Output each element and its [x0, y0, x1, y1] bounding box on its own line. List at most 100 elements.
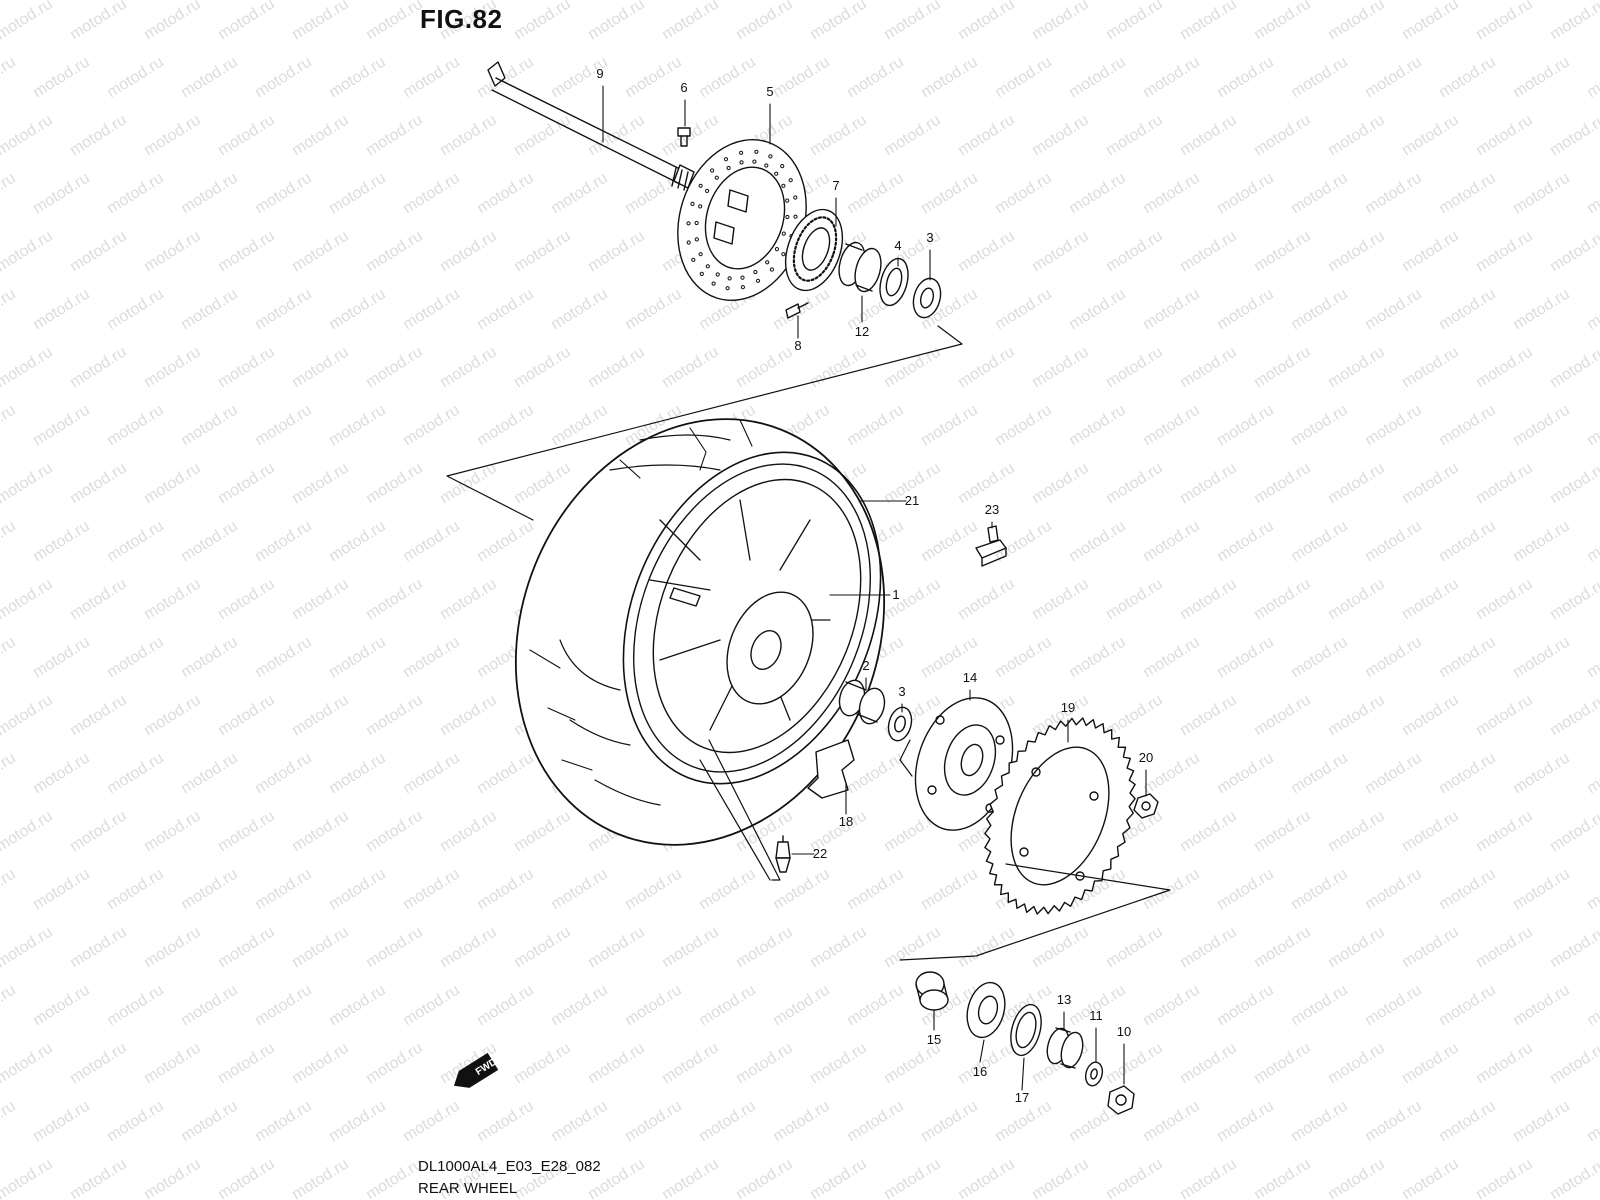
watermark-text: motod.ru	[289, 344, 352, 392]
watermark-text: motod.ru	[992, 170, 1055, 218]
watermark-text: motod.ru	[548, 982, 611, 1030]
disc-hole	[740, 285, 746, 290]
callout-label-8: 8	[794, 338, 801, 353]
watermark-text: motod.ru	[363, 576, 426, 624]
watermark-text: motod.ru	[0, 170, 19, 218]
watermark-text: motod.ru	[326, 402, 389, 450]
callout-leader-16	[979, 1039, 985, 1063]
callout-label-21: 21	[905, 493, 919, 508]
watermark-text: motod.ru	[770, 286, 833, 334]
watermark-text: motod.ru	[1288, 170, 1351, 218]
watermark-text: motod.ru	[0, 0, 56, 43]
watermark-text: motod.ru	[289, 576, 352, 624]
disc-hole	[694, 237, 699, 242]
watermark-text: motod.ru	[881, 112, 944, 160]
watermark-text: motod.ru	[1140, 286, 1203, 334]
callout-label-13: 13	[1057, 992, 1071, 1007]
watermark-text: motod.ru	[955, 228, 1018, 276]
watermark-text: motod.ru	[289, 808, 352, 856]
disc-hole	[764, 163, 769, 168]
watermark-text: motod.ru	[585, 344, 648, 392]
watermark-text: motod.ru	[1066, 402, 1129, 450]
watermark-text: motod.ru	[1325, 576, 1388, 624]
watermark-text: motod.ru	[659, 0, 722, 43]
watermark-text: motod.ru	[1288, 750, 1351, 798]
watermark-text: motod.ru	[0, 692, 56, 740]
watermark-text: motod.ru	[1436, 866, 1499, 914]
watermark-text: motod.ru	[622, 54, 685, 102]
watermark-text: motod.ru	[1547, 1156, 1600, 1200]
watermark-text: motod.ru	[1436, 750, 1499, 798]
watermark-text: motod.ru	[326, 170, 389, 218]
watermark-text: motod.ru	[67, 692, 130, 740]
disc-hole	[725, 286, 730, 291]
watermark-text: motod.ru	[585, 0, 648, 43]
watermark-text: motod.ru	[1288, 982, 1351, 1030]
watermark-text: motod.ru	[1251, 1040, 1314, 1088]
watermark-text: motod.ru	[1473, 576, 1536, 624]
watermark-text: motod.ru	[1399, 1156, 1462, 1200]
watermark-text: motod.ru	[659, 1040, 722, 1088]
watermark-text: motod.ru	[0, 54, 19, 102]
watermark-text: motod.ru	[992, 54, 1055, 102]
watermark-text: motod.ru	[437, 576, 500, 624]
watermark-text: motod.ru	[1547, 924, 1600, 972]
callout-label-17: 17	[1015, 1090, 1029, 1105]
callout-label-2: 2	[862, 658, 869, 673]
watermark-text: motod.ru	[1473, 112, 1536, 160]
watermark-text: motod.ru	[400, 402, 463, 450]
watermark-text: motod.ru	[733, 1156, 796, 1200]
watermark-text: motod.ru	[252, 286, 315, 334]
watermark-text: motod.ru	[1140, 634, 1203, 682]
watermark-text: motod.ru	[1510, 982, 1573, 1030]
watermark-text: motod.ru	[252, 982, 315, 1030]
watermark-text: motod.ru	[807, 924, 870, 972]
oil-seal-part-17	[1010, 1003, 1042, 1057]
watermark-text: motod.ru	[1214, 518, 1277, 566]
watermark-text: motod.ru	[622, 286, 685, 334]
watermark-text: motod.ru	[326, 286, 389, 334]
watermark-text: motod.ru	[400, 170, 463, 218]
disc-hole	[714, 175, 719, 180]
disc-hole	[753, 269, 758, 275]
disc-hole	[768, 154, 773, 159]
watermark-text: motod.ru	[1325, 228, 1388, 276]
watermark-text: motod.ru	[1140, 170, 1203, 218]
watermark-text: motod.ru	[104, 1098, 167, 1146]
watermark-text: motod.ru	[104, 170, 167, 218]
watermark-text: motod.ru	[1399, 460, 1462, 508]
watermark-text: motod.ru	[955, 460, 1018, 508]
watermark-text: motod.ru	[437, 692, 500, 740]
watermark-text: motod.ru	[1066, 634, 1129, 682]
watermark-text: motod.ru	[992, 402, 1055, 450]
watermark-text: motod.ru	[1547, 692, 1600, 740]
watermark-text: motod.ru	[400, 286, 463, 334]
watermark-text: motod.ru	[1251, 344, 1314, 392]
callout-label-18: 18	[839, 814, 853, 829]
disc-hole	[788, 178, 793, 183]
watermark-text: motod.ru	[1066, 518, 1129, 566]
watermark-text: motod.ru	[252, 402, 315, 450]
watermark-text: motod.ru	[807, 112, 870, 160]
watermark-text: motod.ru	[1066, 286, 1129, 334]
watermark-text: motod.ru	[1066, 54, 1129, 102]
watermark-text: motod.ru	[585, 924, 648, 972]
watermark-text: motod.ru	[844, 1098, 907, 1146]
watermark-text: motod.ru	[474, 982, 537, 1030]
watermark-text: motod.ru	[141, 1040, 204, 1088]
watermark-text: motod.ru	[30, 402, 93, 450]
watermark-text: motod.ru	[1547, 460, 1600, 508]
watermark-text: motod.ru	[918, 866, 981, 914]
figure-name: REAR WHEEL	[418, 1180, 518, 1197]
disc-hole	[710, 168, 715, 173]
watermark-text: motod.ru	[1251, 576, 1314, 624]
watermark-text: motod.ru	[548, 286, 611, 334]
watermark-text: motod.ru	[1288, 634, 1351, 682]
watermark-text: motod.ru	[696, 54, 759, 102]
watermark-text: motod.ru	[67, 228, 130, 276]
watermark-text: motod.ru	[1177, 1156, 1240, 1200]
watermark-text: motod.ru	[215, 1040, 278, 1088]
watermark-text: motod.ru	[178, 750, 241, 798]
callout-label-14: 14	[963, 670, 977, 685]
watermark-text: motod.ru	[1510, 634, 1573, 682]
